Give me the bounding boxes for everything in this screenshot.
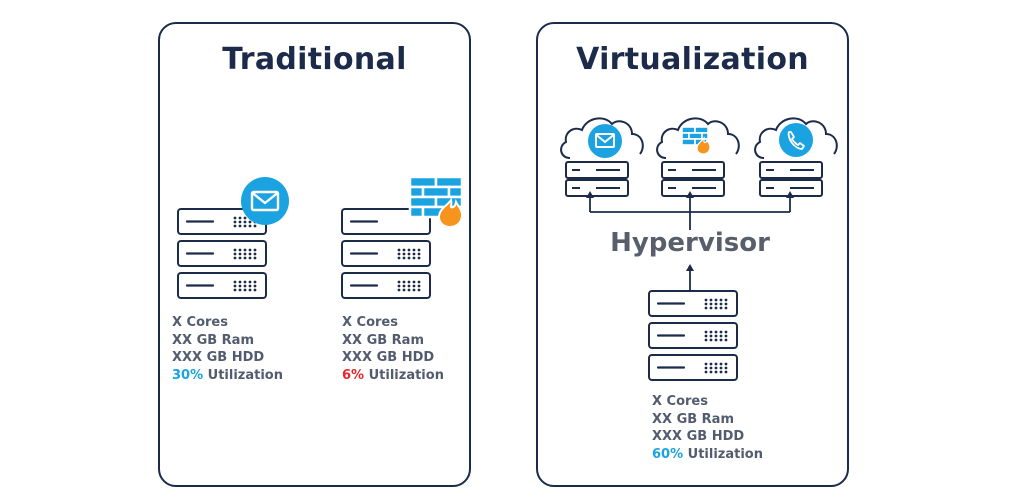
spec-cores: X Cores: [652, 394, 708, 409]
utilization-percent: 30%: [172, 367, 204, 383]
spec-utilization: 30% Utilization: [172, 367, 283, 385]
utilization-label: Utilization: [687, 446, 763, 462]
hypervisor-label: Hypervisor: [610, 228, 770, 258]
server-rack-icon: [341, 208, 431, 299]
cloud-server-phone: [754, 117, 838, 197]
spec-hdd: XXX GB HDD: [652, 429, 745, 444]
spec-utilization: 6% Utilization: [342, 367, 444, 385]
cloud-server-firewall: [656, 117, 740, 197]
server-specs: X Cores XX GB Ram XXX GB HDD 60% Utiliza…: [652, 393, 763, 463]
virtualization-panel: Virtualization: [536, 22, 849, 487]
spec-cores: X Cores: [342, 315, 398, 330]
cloud-server-email: [560, 117, 644, 197]
server-rack-icon: [648, 290, 738, 381]
spec-cores: X Cores: [172, 315, 228, 330]
utilization-percent: 60%: [652, 446, 684, 462]
spec-hdd: XXX GB HDD: [172, 350, 265, 365]
utilization-label: Utilization: [368, 367, 444, 383]
spec-hdd: XXX GB HDD: [342, 350, 435, 365]
spec-ram: XX GB Ram: [652, 411, 735, 427]
hypervisor-connectors: [586, 191, 794, 292]
spec-ram: XX GB Ram: [342, 332, 425, 348]
spec-utilization: 60% Utilization: [652, 446, 763, 464]
utilization-percent: 6%: [342, 367, 365, 383]
server-rack-icon: [177, 208, 267, 299]
server-specs: X Cores XX GB Ram XXX GB HDD 30% Utiliza…: [172, 314, 283, 384]
virtualization-title: Virtualization: [576, 42, 809, 77]
spec-ram: XX GB Ram: [172, 332, 255, 348]
utilization-label: Utilization: [207, 367, 283, 383]
email-icon: [241, 177, 289, 225]
server-specs: X Cores XX GB Ram XXX GB HDD 6% Utilizat…: [342, 314, 444, 384]
traditional-title: Traditional: [222, 42, 407, 77]
firewall-icon: [408, 175, 464, 229]
